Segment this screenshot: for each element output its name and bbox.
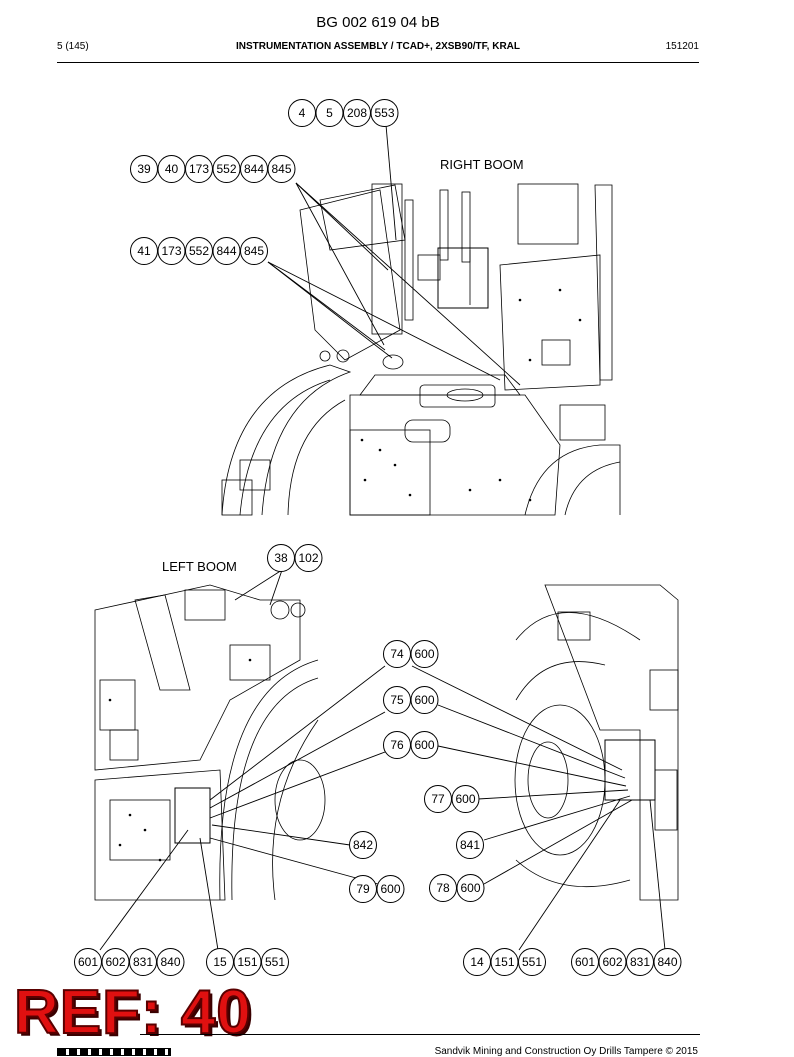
callout-number: 845 bbox=[271, 162, 291, 176]
callout-number: 600 bbox=[414, 738, 434, 752]
left-boom-drawing bbox=[94, 584, 326, 901]
page-title: INSTRUMENTATION ASSEMBLY / TCAD+, 2XSB90… bbox=[235, 41, 520, 52]
header-rule bbox=[57, 62, 699, 63]
callout-number: 75 bbox=[390, 693, 404, 707]
callout-number: 600 bbox=[414, 647, 434, 661]
callout-number: 842 bbox=[353, 838, 373, 852]
callout-number: 841 bbox=[460, 838, 480, 852]
callout-bubble bbox=[410, 731, 439, 759]
doc-number: BG 002 619 04 bB bbox=[316, 14, 440, 31]
right-valve-drawing bbox=[514, 584, 679, 901]
callout-number: 552 bbox=[189, 244, 209, 258]
callout-number: 5 bbox=[326, 106, 333, 120]
callout-number: 41 bbox=[137, 244, 151, 258]
callout-number: 601 bbox=[78, 955, 98, 969]
callout-number: 844 bbox=[216, 244, 236, 258]
left-boom-label: LEFT BOOM bbox=[162, 559, 237, 574]
callout-number: 40 bbox=[165, 162, 179, 176]
callout-bubble bbox=[240, 237, 268, 265]
callout-bubble bbox=[410, 640, 439, 668]
callout-bubble bbox=[456, 831, 484, 859]
callout-bubble bbox=[294, 544, 323, 572]
right-boom-drawing bbox=[221, 183, 621, 516]
page-count: 5 (145) bbox=[57, 41, 89, 52]
callout-bubble bbox=[267, 155, 296, 183]
leader-lines bbox=[99, 124, 666, 951]
callout-bubble bbox=[349, 831, 377, 859]
callout-bubble bbox=[410, 686, 439, 714]
callout-number: 602 bbox=[602, 955, 622, 969]
page-date: 151201 bbox=[665, 41, 699, 52]
callout-number: 551 bbox=[265, 955, 285, 969]
callout-number: 39 bbox=[137, 162, 151, 176]
callout-number: 78 bbox=[436, 881, 450, 895]
sandvik-logo bbox=[57, 1048, 171, 1056]
callout-bubble bbox=[456, 874, 485, 902]
footer-rule bbox=[140, 1034, 700, 1035]
callout-number: 845 bbox=[244, 244, 264, 258]
callout-number: 600 bbox=[414, 693, 434, 707]
right-boom-label: RIGHT BOOM bbox=[440, 157, 524, 172]
callout-bubble bbox=[370, 99, 399, 127]
callout-number: 831 bbox=[630, 955, 650, 969]
ref-stamp: REF: 40 bbox=[13, 978, 252, 1047]
callout-number: 208 bbox=[347, 106, 367, 120]
copyright-text: Sandvik Mining and Construction Oy Drill… bbox=[434, 1046, 698, 1057]
callout-number: 14 bbox=[470, 955, 484, 969]
callout-number: 553 bbox=[374, 106, 394, 120]
callout-number: 38 bbox=[274, 551, 288, 565]
callout-bubble bbox=[376, 875, 405, 903]
callout-bubble bbox=[451, 785, 480, 813]
callout-bubble bbox=[518, 948, 546, 976]
callout-bubble bbox=[653, 948, 682, 976]
callout-number: 551 bbox=[522, 955, 542, 969]
callout-number: 79 bbox=[356, 882, 370, 896]
callout-number: 173 bbox=[189, 162, 209, 176]
callout-number: 4 bbox=[299, 106, 306, 120]
callout-number: 151 bbox=[237, 955, 257, 969]
callout-bubble bbox=[261, 948, 289, 976]
callout-number: 151 bbox=[494, 955, 514, 969]
callout-bubble bbox=[156, 948, 185, 976]
callout-number: 600 bbox=[455, 792, 475, 806]
callout-number: 600 bbox=[380, 882, 400, 896]
callout-number: 601 bbox=[575, 955, 595, 969]
callout-number: 102 bbox=[298, 551, 318, 565]
callout-number: 602 bbox=[105, 955, 125, 969]
callout-number: 600 bbox=[460, 881, 480, 895]
callout-number: 76 bbox=[390, 738, 404, 752]
callout-number: 74 bbox=[390, 647, 404, 661]
callout-number: 840 bbox=[160, 955, 180, 969]
callout-number: 844 bbox=[244, 162, 264, 176]
callout-number: 552 bbox=[216, 162, 236, 176]
callout-number: 840 bbox=[657, 955, 677, 969]
callout-number: 15 bbox=[213, 955, 227, 969]
callout-number: 77 bbox=[431, 792, 445, 806]
callout-number: 173 bbox=[161, 244, 181, 258]
callout-number: 831 bbox=[133, 955, 153, 969]
